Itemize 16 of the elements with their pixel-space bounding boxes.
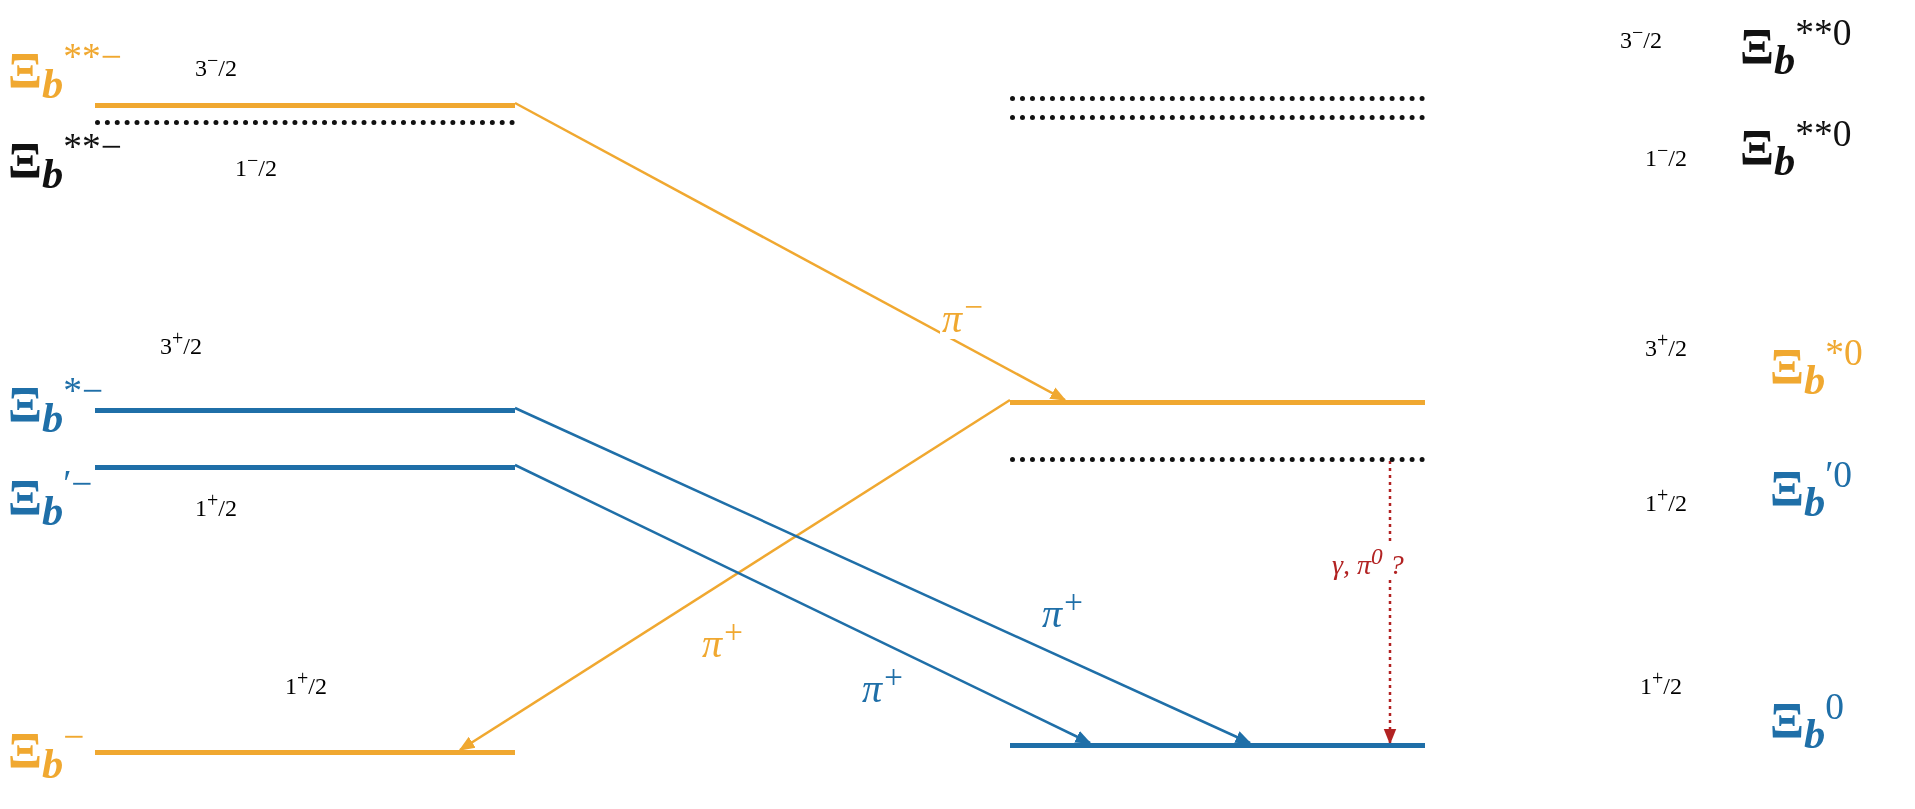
- spin-parity-label: 1$^{+}$/2: [285, 668, 327, 698]
- spin-parity-label: 1$^{−}$/2: [1645, 140, 1687, 170]
- edge-label: γ, π$^{0}$ ?: [1330, 545, 1406, 580]
- spin-parity-label: 3$^{−}$/2: [195, 50, 237, 80]
- arrow: [1383, 461, 1397, 745]
- arrow: [514, 406, 1252, 745]
- spin-parity-label: 1$^{+}$/2: [195, 490, 237, 520]
- spin-parity-label: 1$^{+}$/2: [1640, 668, 1682, 698]
- spin-parity-label: 1$^{+}$/2: [1645, 485, 1687, 515]
- arrow: [514, 463, 1092, 745]
- spin-parity-label: 3$^{+}$/2: [160, 328, 202, 358]
- arrow: [458, 398, 1011, 752]
- spin-parity-label: 3$^{+}$/2: [1645, 330, 1687, 360]
- arrow: [514, 101, 1067, 402]
- spin-parity-label: 3$^{−}$/2: [1620, 22, 1662, 52]
- spin-parity-label: 1$^{−}$/2: [235, 150, 277, 180]
